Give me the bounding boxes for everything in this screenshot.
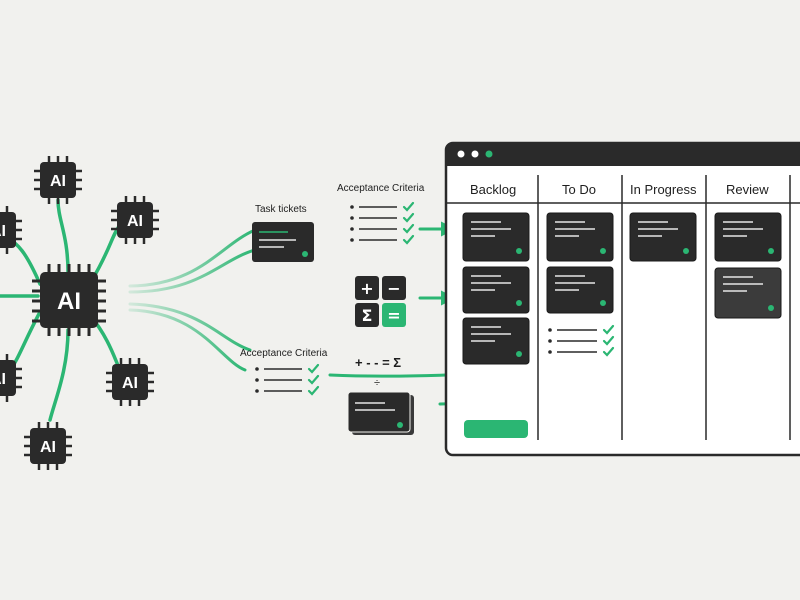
check-icon bbox=[402, 212, 415, 223]
kanban-card[interactable] bbox=[546, 266, 614, 314]
window-dot-minimize[interactable] bbox=[471, 150, 479, 158]
satellite-ai-chip: AI bbox=[34, 156, 82, 204]
central-chip-label: AI bbox=[57, 288, 81, 315]
math-key: Σ bbox=[355, 303, 379, 327]
bullet-icon bbox=[255, 389, 259, 393]
check-icon bbox=[307, 363, 320, 374]
checklist-row bbox=[548, 335, 615, 346]
bullet-icon bbox=[548, 328, 552, 332]
satellite-ai-chip: AI bbox=[106, 358, 154, 406]
checklist-bottom bbox=[255, 363, 320, 396]
satellite-chip-label: AI bbox=[122, 375, 138, 392]
check-icon bbox=[602, 335, 615, 346]
kanban-card[interactable] bbox=[546, 212, 614, 262]
kanban-card[interactable] bbox=[629, 212, 697, 262]
acceptance-criteria-bottom-label: Acceptance Criteria bbox=[240, 348, 328, 359]
bullet-icon bbox=[350, 227, 354, 231]
bullet-icon bbox=[548, 350, 552, 354]
kanban-card[interactable] bbox=[462, 212, 530, 262]
satellite-chip-label: AI bbox=[50, 173, 66, 190]
checklist-row bbox=[350, 212, 415, 223]
satellite-ai-chip: AI bbox=[24, 422, 72, 470]
math-key-label: = bbox=[387, 306, 400, 325]
check-icon bbox=[307, 374, 320, 385]
acceptance-criteria-top-label: Acceptance Criteria bbox=[337, 183, 425, 194]
column-backlog[interactable]: Backlog bbox=[470, 182, 516, 197]
math-expression: + - - = Σ bbox=[355, 355, 401, 370]
kanban-card[interactable] bbox=[462, 317, 530, 365]
central-ai-chip bbox=[32, 264, 106, 336]
check-icon bbox=[402, 234, 415, 245]
satellite-chips: AI AI AI AI AI AI bbox=[0, 156, 159, 470]
satellite-chip-label: AI bbox=[127, 213, 143, 230]
column-to-do[interactable]: To Do bbox=[562, 182, 596, 197]
add-card-button[interactable] bbox=[464, 420, 528, 438]
checklist-row bbox=[350, 223, 415, 234]
kanban-card[interactable] bbox=[714, 267, 782, 319]
check-icon bbox=[402, 201, 415, 212]
checklist-row bbox=[548, 324, 615, 335]
checklist-top bbox=[350, 201, 415, 245]
satellite-ai-chip: AI bbox=[111, 196, 159, 244]
window-dot-maximize[interactable] bbox=[485, 150, 493, 158]
stacked-ticket-card bbox=[347, 391, 414, 435]
column-in-progress[interactable]: In Progress bbox=[630, 182, 697, 197]
bullet-icon bbox=[255, 367, 259, 371]
bullet-icon bbox=[350, 238, 354, 242]
math-key: + bbox=[355, 276, 379, 300]
division-sign: ÷ bbox=[374, 377, 380, 389]
kanban-card[interactable] bbox=[462, 266, 530, 314]
bullet-icon bbox=[350, 216, 354, 220]
satellite-chip-label: AI bbox=[40, 439, 56, 456]
check-icon bbox=[602, 324, 615, 335]
task-ticket-card bbox=[252, 222, 314, 262]
board-cards bbox=[462, 212, 782, 365]
column-review[interactable]: Review bbox=[726, 182, 769, 197]
checklist-row bbox=[255, 374, 320, 385]
checklist-row bbox=[350, 234, 415, 245]
math-key-label: − bbox=[387, 279, 400, 298]
math-keypad: +−Σ = bbox=[355, 276, 406, 327]
checklist-row bbox=[350, 201, 415, 212]
flow-lines bbox=[128, 228, 347, 372]
math-key: = bbox=[382, 303, 406, 327]
kanban-window bbox=[444, 141, 800, 457]
checklist-row bbox=[255, 385, 320, 396]
checklist-row bbox=[548, 346, 615, 357]
satellite-chip-label: AI bbox=[0, 371, 6, 388]
checklist-row bbox=[255, 363, 320, 374]
math-key-label: Σ bbox=[362, 306, 373, 325]
satellite-ai-chip: AI bbox=[0, 206, 22, 254]
window-dot-close[interactable] bbox=[457, 150, 465, 158]
bullet-icon bbox=[548, 339, 552, 343]
bullet-icon bbox=[350, 205, 354, 209]
check-icon bbox=[307, 385, 320, 396]
task-tickets-label: Task tickets bbox=[255, 204, 307, 215]
math-key-label: + bbox=[360, 279, 373, 298]
satellite-chip-label: AI bbox=[0, 223, 6, 240]
kanban-card[interactable] bbox=[714, 212, 782, 262]
math-key: − bbox=[382, 276, 406, 300]
todo-checklist bbox=[548, 324, 615, 357]
check-icon bbox=[402, 223, 415, 234]
bullet-icon bbox=[255, 378, 259, 382]
check-icon bbox=[602, 346, 615, 357]
satellite-ai-chip: AI bbox=[0, 354, 22, 402]
